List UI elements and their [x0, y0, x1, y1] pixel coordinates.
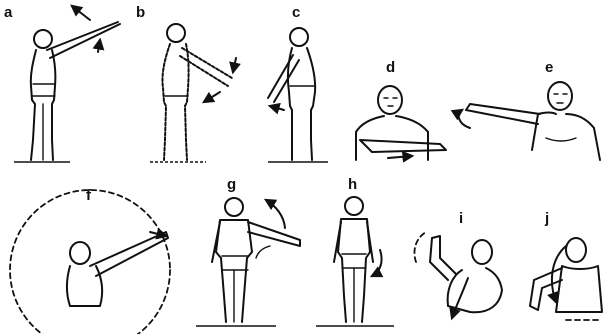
arrow-c-back	[270, 106, 284, 110]
arrow-d-across	[388, 156, 412, 158]
panel-h-label: h	[348, 176, 357, 193]
arrow-a-up-left	[72, 6, 90, 20]
panel-a: a	[4, 4, 120, 162]
panel-c: c	[268, 4, 328, 162]
panel-h: h	[316, 176, 394, 326]
panel-b-label: b	[136, 4, 145, 21]
figure-e	[466, 82, 600, 160]
panel-e: e	[459, 59, 600, 160]
arrow-h-curve	[372, 250, 382, 276]
figure-f	[67, 232, 168, 306]
arrow-b-down	[233, 58, 236, 72]
figure-b	[162, 24, 232, 160]
panel-g: g	[196, 176, 300, 326]
arrow-b-down-left	[204, 92, 220, 102]
panel-i-label: i	[459, 210, 463, 227]
figure-j	[530, 238, 602, 312]
figure-c	[268, 28, 315, 160]
arrow-g-arc	[256, 246, 270, 258]
figure-a	[31, 22, 120, 160]
arrow-g-up	[266, 200, 285, 228]
panel-c-label: c	[292, 4, 300, 21]
figure-g	[212, 198, 300, 322]
figure-i	[430, 236, 502, 312]
panel-d-label: d	[386, 59, 395, 76]
panel-f: f	[10, 187, 170, 334]
arrow-i-curve	[452, 278, 468, 318]
panel-i: i	[414, 210, 502, 318]
panel-b: b	[136, 4, 236, 162]
panel-j-label: j	[544, 210, 549, 227]
panel-g-label: g	[227, 176, 236, 193]
panel-e-label: e	[545, 59, 553, 76]
rotation-circle	[10, 190, 170, 334]
panel-a-label: a	[4, 4, 13, 21]
arrow-i-dashed	[414, 232, 426, 262]
figure-h	[334, 197, 373, 322]
arrow-e-curve	[459, 110, 470, 128]
panel-j: j	[530, 210, 602, 320]
panel-d: d	[356, 59, 446, 160]
arrow-a-up	[98, 40, 100, 52]
figure-d	[356, 86, 446, 160]
